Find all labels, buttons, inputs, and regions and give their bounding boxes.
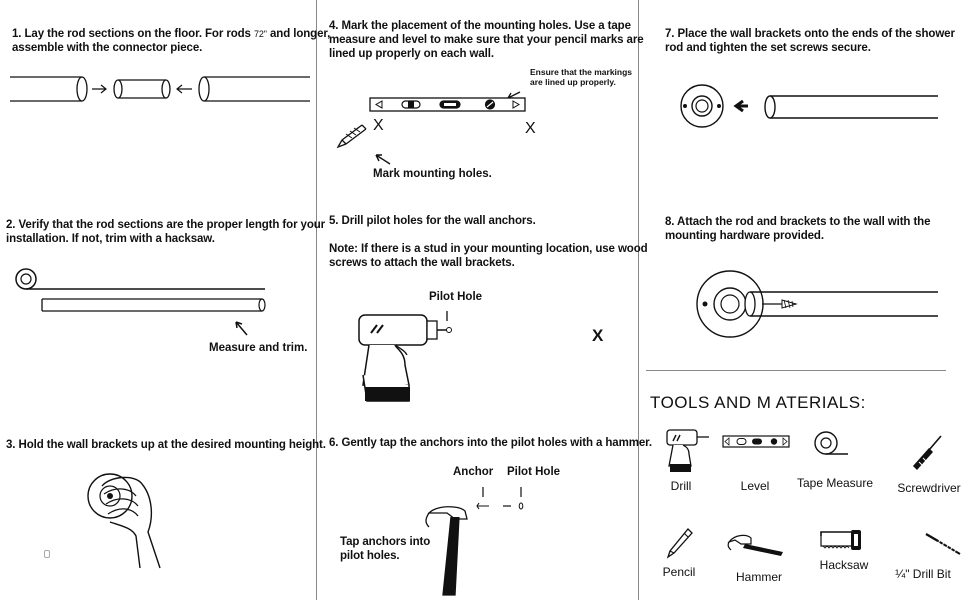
hammer-icon [727, 534, 783, 556]
step-8-mount-diagram [696, 270, 938, 338]
level-icon [722, 435, 790, 448]
tape-measure-icon [814, 431, 848, 455]
step-6-hammer-diagram [425, 487, 524, 596]
step-5-label: Pilot Hole [429, 291, 483, 303]
step-3-hand-bracket [87, 473, 161, 569]
step-5-text: 5. Drill pilot holes for the wall anchor… [329, 215, 536, 227]
screwdriver-icon [913, 435, 942, 470]
divider-tools [646, 370, 946, 371]
tool-pencil-label: Pencil [662, 565, 696, 579]
step-2-label: Measure and trim. [209, 342, 308, 354]
step-2-measure-diagram [15, 268, 266, 336]
step-6-anchor-label: Anchor [453, 466, 494, 478]
step-4-text: 4. Mark the placement of the mounting ho… [329, 20, 644, 60]
tools-title: TOOLS AND M ATERIALS: [650, 393, 866, 412]
step-6-pilot-label: Pilot Hole [507, 466, 561, 478]
divider-left [316, 0, 317, 600]
tool-hacksaw-label: Hacksaw [819, 558, 869, 572]
tool-screwdriver-label: Screwdriver [897, 481, 961, 495]
step-4-label: Mark mounting holes. [373, 168, 492, 180]
drill-bit-icon [925, 532, 961, 555]
step-1-rods-diagram [10, 76, 310, 102]
step-4-x-left: X [373, 117, 384, 134]
tool-tape-label: Tape Measure [796, 476, 874, 490]
tool-hammer-label: Hammer [735, 570, 782, 584]
step-2-text: 2. Verify that the rod sections are the … [6, 219, 326, 245]
step-7-bracket-diagram [680, 84, 938, 128]
tool-drillbit-label: ¼" Drill Bit [895, 567, 951, 581]
divider-right [638, 0, 639, 600]
drill-icon [666, 429, 709, 472]
step-6-tap-label: Tap anchors into pilot holes. [340, 536, 431, 562]
step-4-level-diagram [336, 91, 526, 165]
step-4-x-right: X [525, 120, 536, 137]
tool-drill-label: Drill [670, 479, 692, 493]
step-7-text: 7. Place the wall brackets onto the ends… [665, 28, 955, 54]
hacksaw-icon [820, 530, 861, 550]
step-5-drill-diagram [358, 311, 452, 402]
step-6-text: 6. Gently tap the anchors into the pilot… [329, 437, 652, 449]
tool-level-label: Level [740, 479, 770, 493]
step-8-text: 8. Attach the rod and brackets to the wa… [665, 216, 931, 242]
step-5-note: Note: If there is a stud in your mountin… [329, 243, 648, 269]
pencil-icon [666, 528, 693, 559]
step-1-text: 1. Lay the rod sections on the floor. Fo… [12, 28, 331, 54]
step-3-text: 3. Hold the wall brackets up at the desi… [6, 439, 326, 451]
small-mark-icon [44, 550, 50, 558]
step-5-x: X [592, 326, 604, 345]
